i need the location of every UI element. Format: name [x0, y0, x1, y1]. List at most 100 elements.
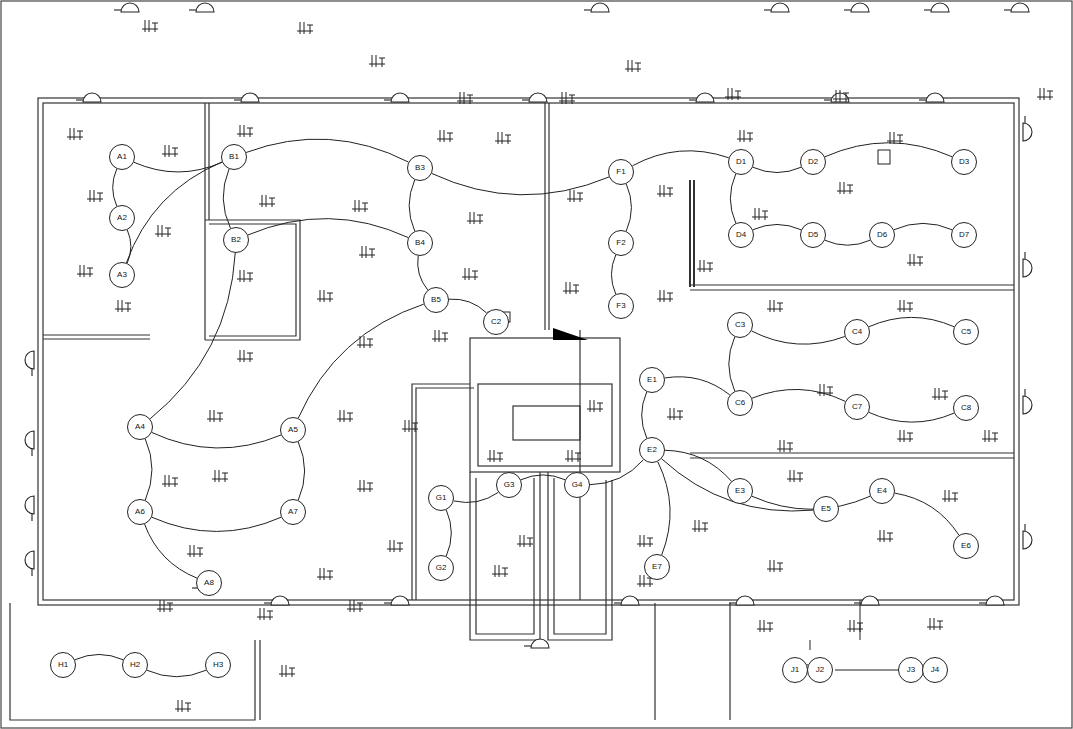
fixture-label: E6	[961, 542, 971, 550]
wire-run	[626, 184, 631, 231]
luminaire-circle: A7	[280, 499, 306, 525]
luminaire-circle: G1	[428, 485, 454, 511]
fixture-label: B5	[431, 296, 441, 304]
fixture-label: F2	[616, 239, 625, 247]
wire-run	[134, 162, 222, 172]
fixture-label: E1	[647, 376, 657, 384]
luminaire-circle: B2	[223, 227, 249, 253]
fixture-label: F1	[616, 168, 625, 176]
luminaire-circle: H1	[50, 652, 76, 678]
fixture-label: D6	[877, 231, 887, 239]
luminaire-circle: C7	[844, 394, 870, 420]
luminaire-circle: A4	[127, 414, 153, 440]
luminaire-circle: E6	[953, 533, 979, 559]
fixture-label: B1	[229, 153, 239, 161]
fixture-label: A8	[204, 579, 214, 587]
luminaire-circle: D3	[951, 149, 977, 175]
luminaire-circle: A6	[127, 499, 153, 525]
luminaire-circle: E7	[644, 554, 670, 580]
fixture-label: C4	[852, 328, 862, 336]
wire-run	[825, 143, 952, 157]
fixture-label: A4	[135, 423, 145, 431]
fixture-label: H1	[58, 661, 68, 669]
wire-run	[521, 475, 565, 480]
luminaire-circle: F3	[608, 293, 634, 319]
luminaire-circle: J4	[922, 657, 948, 683]
fixture-label: D4	[736, 231, 746, 239]
luminaire-circle: D4	[728, 222, 754, 248]
wire-run	[152, 432, 281, 448]
fixture-label: A6	[135, 508, 145, 516]
luminaire-circle: C4	[844, 319, 870, 345]
fixture-label: E7	[652, 563, 662, 571]
luminaire-circle: J2	[807, 657, 833, 683]
luminaire-circle: B1	[221, 144, 247, 170]
luminaire-circle: E1	[639, 367, 665, 393]
luminaire-circle: E4	[869, 478, 895, 504]
wire-run	[752, 496, 870, 509]
wire-run	[75, 654, 123, 659]
wire-run	[150, 253, 235, 419]
wire-run	[147, 670, 206, 677]
fixture-label: D1	[736, 158, 746, 166]
luminaire-circle: A8	[196, 570, 222, 596]
wire-run	[894, 223, 952, 229]
luminaire-circle: B5	[423, 287, 449, 313]
luminaire-circle: H3	[205, 652, 231, 678]
wire-run	[298, 304, 423, 418]
fixture-label: J1	[791, 666, 799, 674]
luminaire-circle: C2	[483, 309, 509, 335]
wire-run	[418, 256, 428, 290]
wire-run	[449, 299, 487, 313]
fixture-label: A7	[288, 508, 298, 516]
fixture-label: G1	[436, 494, 447, 502]
wire-run	[665, 450, 731, 481]
luminaire-circle: E5	[813, 496, 839, 522]
luminaire-circle: H2	[122, 652, 148, 678]
wire-run	[611, 255, 615, 294]
luminaire-circle: D7	[951, 222, 977, 248]
fixture-label: H2	[130, 661, 140, 669]
fixture-label: E4	[877, 487, 887, 495]
wire-run	[825, 240, 870, 245]
luminaire-circle: A5	[280, 417, 306, 443]
fixture-label: E5	[821, 505, 831, 513]
fixture-label: J4	[931, 666, 939, 674]
wire-run	[454, 492, 499, 502]
fixture-label: C2	[491, 318, 501, 326]
luminaire-circle: G3	[496, 472, 522, 498]
wire-run	[446, 510, 451, 556]
luminaire-circle: C3	[727, 312, 753, 338]
wire-run	[753, 224, 801, 229]
wire-run	[869, 317, 954, 326]
luminaire-circle: F1	[608, 159, 634, 185]
fixture-label: E3	[735, 487, 745, 495]
fixture-label: G4	[572, 481, 583, 489]
wire-run	[152, 517, 281, 531]
wire-run	[113, 169, 117, 206]
wire-run	[145, 524, 197, 578]
wire-run	[246, 139, 408, 162]
fixture-label: C8	[961, 404, 971, 412]
luminaire-circle: A1	[109, 144, 135, 170]
wire-run	[632, 151, 728, 166]
fixture-label: C5	[961, 328, 971, 336]
fixture-label: B2	[231, 236, 241, 244]
luminaire-circle: G4	[564, 472, 590, 498]
wire-run	[662, 459, 813, 511]
luminaire-circle: C6	[727, 390, 753, 416]
wire-run	[145, 439, 152, 500]
wire-run	[729, 337, 735, 391]
luminaire-circle: J3	[898, 657, 924, 683]
fixture-label: D3	[959, 158, 969, 166]
luminaire-circle: C5	[953, 319, 979, 345]
fixture-label: E2	[647, 446, 657, 454]
fixture-label: D7	[959, 231, 969, 239]
fixture-label: F3	[616, 302, 625, 310]
fixture-label: D5	[808, 231, 818, 239]
luminaire-circle: E2	[639, 437, 665, 463]
fixture-label: C3	[735, 321, 745, 329]
wire-run	[752, 389, 845, 401]
luminaire-circle: C8	[953, 395, 979, 421]
